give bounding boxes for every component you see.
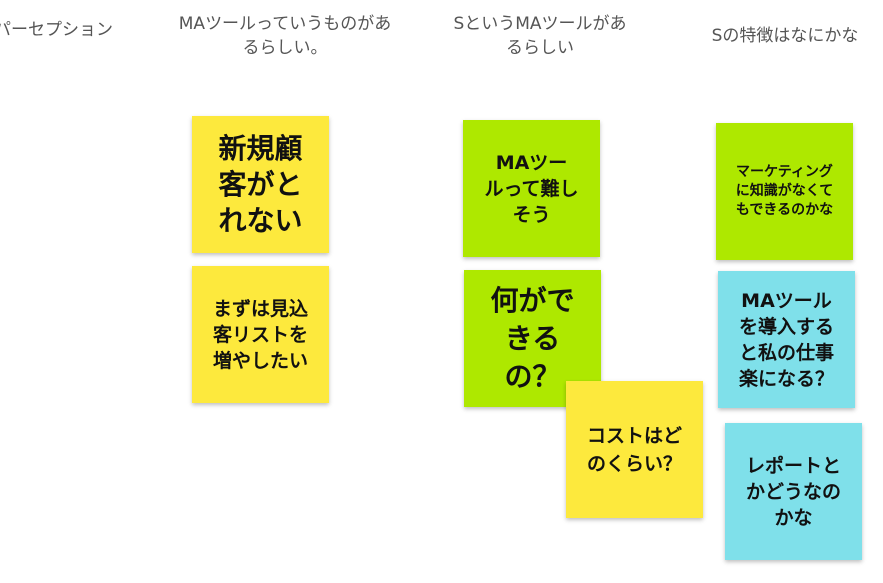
sticky-note[interactable]: コストはど のくらい？	[566, 381, 703, 518]
sticky-note[interactable]: マーケティング に知識がなくて もできるのかな	[716, 123, 853, 260]
column-header-perception: パーセプション	[0, 20, 113, 40]
sticky-note[interactable]: MAツール を導入する と私の仕事 楽になる？	[718, 271, 855, 408]
sticky-note[interactable]: 新規顧 客がと れない	[192, 116, 329, 253]
column-header-s-features: Sの特徴はなにかな	[711, 26, 859, 46]
sticky-note[interactable]: MAツー ルって難し そう	[463, 120, 600, 257]
column-header-ma-tool-exists: MAツールっていうものがあ るらしい。	[178, 14, 392, 58]
sticky-note[interactable]: まずは見込 客リストを 増やしたい	[192, 266, 329, 403]
column-header-s-ma-tool: SというMAツールがあ るらしい	[453, 14, 627, 58]
sticky-note[interactable]: レポートと かどうなの かな	[725, 423, 862, 560]
sticky-note[interactable]: 何がで きる の？	[464, 270, 601, 407]
